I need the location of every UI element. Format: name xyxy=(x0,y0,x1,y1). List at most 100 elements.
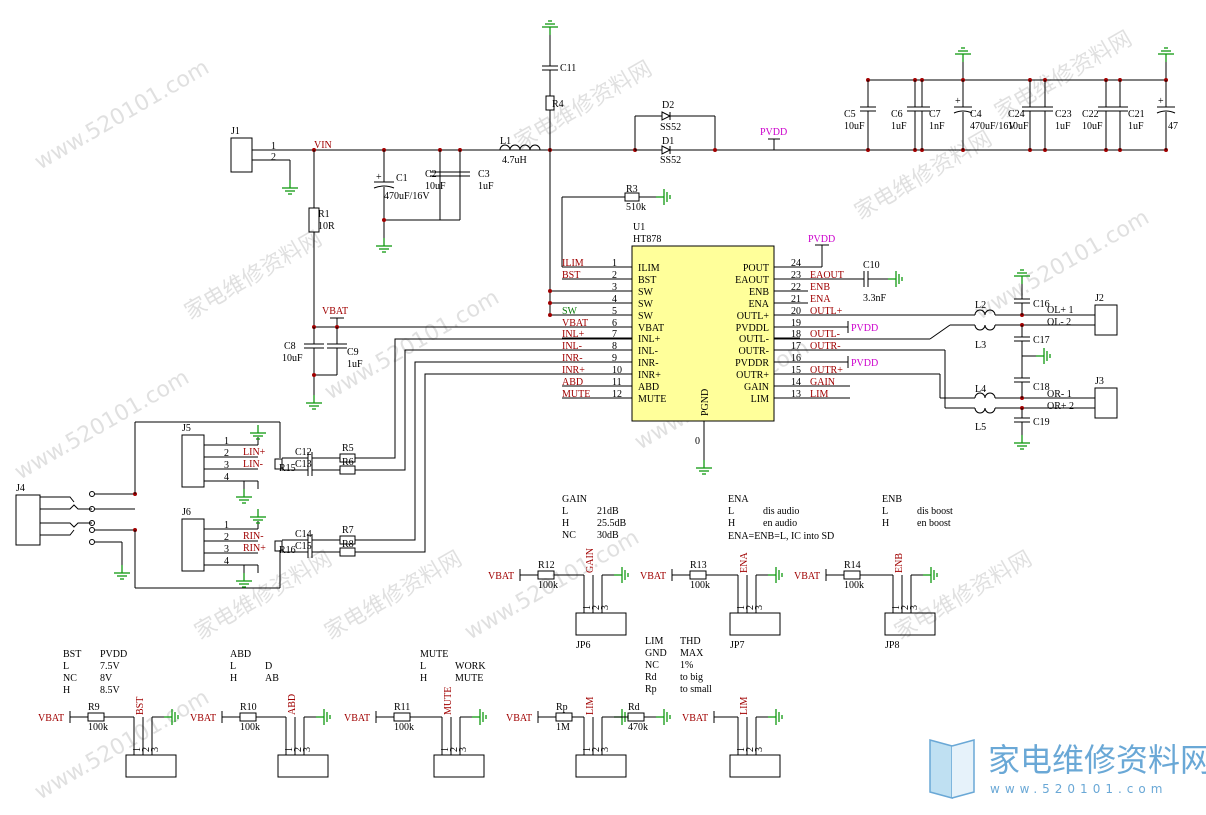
d1-value: SS52 xyxy=(660,155,681,166)
jumper-block xyxy=(729,754,781,778)
ic-pin-name-right: ENB xyxy=(749,287,769,298)
watermark-text: www.520101.com xyxy=(31,55,214,175)
table-cell: H xyxy=(728,518,735,529)
r5-ref: R5 xyxy=(342,443,354,454)
selector-net: GAIN xyxy=(585,548,596,573)
ic-ref: U1 xyxy=(633,222,645,233)
ic-net-left: INL- xyxy=(562,341,582,352)
feedback-r3: R3 510k xyxy=(561,184,671,267)
jp-pin-num: 3 xyxy=(754,747,765,752)
jp-pin-num: 2 xyxy=(591,605,602,610)
r7-ref: R7 xyxy=(342,525,354,536)
j2-pin1: OL+ 1 xyxy=(1047,305,1073,316)
bank-cap-value: 1uF xyxy=(1128,121,1144,132)
ic-net-left: ILIM xyxy=(562,258,584,269)
ic-body xyxy=(631,245,775,422)
c1-value: 470uF/16V xyxy=(384,191,430,202)
selector-r-value: 100k xyxy=(240,722,260,733)
bank-cap-ref: C22 xyxy=(1082,109,1099,120)
c17-ref: C17 xyxy=(1033,335,1050,346)
j3-pin2: OR+ 2 xyxy=(1047,401,1074,412)
output-filters: L2 L3 C16 C17 J2 OL+ 1 OL- 2 L4 L5 xyxy=(774,269,1118,450)
table-cell: L xyxy=(562,506,568,517)
selector-resistor xyxy=(627,712,645,722)
ic-net-left: INL+ xyxy=(562,329,585,340)
ic-pin-num-right: 16 xyxy=(791,353,801,364)
ic-pin-name-left: INL- xyxy=(638,346,658,357)
bank-cap-value: 470uF/16V xyxy=(970,121,1016,132)
selector-resistor xyxy=(393,712,411,722)
c9-ref: C9 xyxy=(347,347,359,358)
selector-r-value: 1M xyxy=(556,722,570,733)
table-cell: L xyxy=(63,661,69,672)
jp-pin-num: 1 xyxy=(440,747,451,752)
bank-cap-ref: C7 xyxy=(929,109,941,120)
bank-cap-ref: C23 xyxy=(1055,109,1072,120)
table-cell: Rd xyxy=(645,672,657,683)
watermark-text: 家电维修资料网 xyxy=(851,127,997,226)
table-cell: dis audio xyxy=(763,506,799,517)
c12-ref: C12 xyxy=(295,447,312,458)
table-header: PVDD xyxy=(100,649,127,660)
jumper-block xyxy=(884,612,936,636)
selector-resistor xyxy=(239,712,257,722)
ic-pin-num-right: 24 xyxy=(791,258,801,269)
table-cell: 8.5V xyxy=(100,685,121,696)
ic-pin-name-right: OUTL+ xyxy=(737,311,770,322)
jumper-ref: JP8 xyxy=(885,640,899,651)
l1-ref: L1 xyxy=(500,136,511,147)
table-cell: dis boost xyxy=(917,506,953,517)
r6-ref: R6 xyxy=(342,457,354,468)
j1-pin1: 1 xyxy=(271,141,276,152)
jp-pin-num: 2 xyxy=(141,747,152,752)
l3-ref: L3 xyxy=(975,340,986,351)
bank-cap-value: 1uF xyxy=(1055,121,1071,132)
table-cell: en boost xyxy=(917,518,951,529)
bank-cap-ref: C6 xyxy=(891,109,903,120)
selector-resistor xyxy=(555,712,573,722)
c2-ref: C2 xyxy=(425,169,437,180)
bank-cap-value: 1uF xyxy=(891,121,907,132)
ic-pin-num-left: 9 xyxy=(612,353,617,364)
table-header: ABD xyxy=(230,649,251,660)
r3-value: 510k xyxy=(626,202,646,213)
output-cap-bank: C510uFC61uFC71nF+C4470uF/16VC2410uFC231u… xyxy=(844,47,1178,152)
selector-resistor xyxy=(689,570,707,580)
r16-ref: R16 xyxy=(279,545,296,556)
j5-lin-m: LIN- xyxy=(243,459,263,470)
ic-pgnd: PGND xyxy=(700,389,711,416)
c1-ref: C1 xyxy=(396,173,408,184)
ic-pin-num-right: 21 xyxy=(791,294,801,305)
c19-ref: C19 xyxy=(1033,417,1050,428)
watermark-text: 家电维修资料网 xyxy=(891,547,1037,646)
c18-ref: C18 xyxy=(1033,382,1050,393)
input-routing xyxy=(355,338,632,553)
ic-pin-num-right: 19 xyxy=(791,318,801,329)
ic-net-left: SW xyxy=(562,306,578,317)
ic-pin-name-left: VBAT xyxy=(638,323,664,334)
table-cell: L xyxy=(230,661,236,672)
c16-ref: C16 xyxy=(1033,299,1050,310)
svg-text:+: + xyxy=(376,172,382,183)
jumper-block xyxy=(575,754,627,778)
jumper-block xyxy=(575,612,627,636)
ic-net-left: VBAT xyxy=(562,318,588,329)
ic-pin-num-left: 4 xyxy=(612,294,617,305)
ic-pin-name-right: OUTR+ xyxy=(736,370,769,381)
c10-ref: C10 xyxy=(863,260,880,271)
table-cell: to small xyxy=(680,684,712,695)
d1-ref: D1 xyxy=(662,136,674,147)
bank-cap-value: 1nF xyxy=(929,121,945,132)
jp-pin-num: 1 xyxy=(132,747,143,752)
ic-pin-name-left: SW xyxy=(638,311,654,322)
svg-text:+: + xyxy=(1158,96,1164,107)
ic-pin-num-left: 12 xyxy=(612,389,622,400)
selector-r-value: 100k xyxy=(88,722,108,733)
selector-r-value: 100k xyxy=(394,722,414,733)
ic-pin-name-right: POUT xyxy=(743,263,769,274)
ic-net-right: OUTR+ xyxy=(810,365,843,376)
jumper-block xyxy=(433,754,485,778)
selector-r-ref: R12 xyxy=(538,560,555,571)
selector-net: MUTE xyxy=(443,687,454,715)
c10-value: 3.3nF xyxy=(863,293,887,304)
